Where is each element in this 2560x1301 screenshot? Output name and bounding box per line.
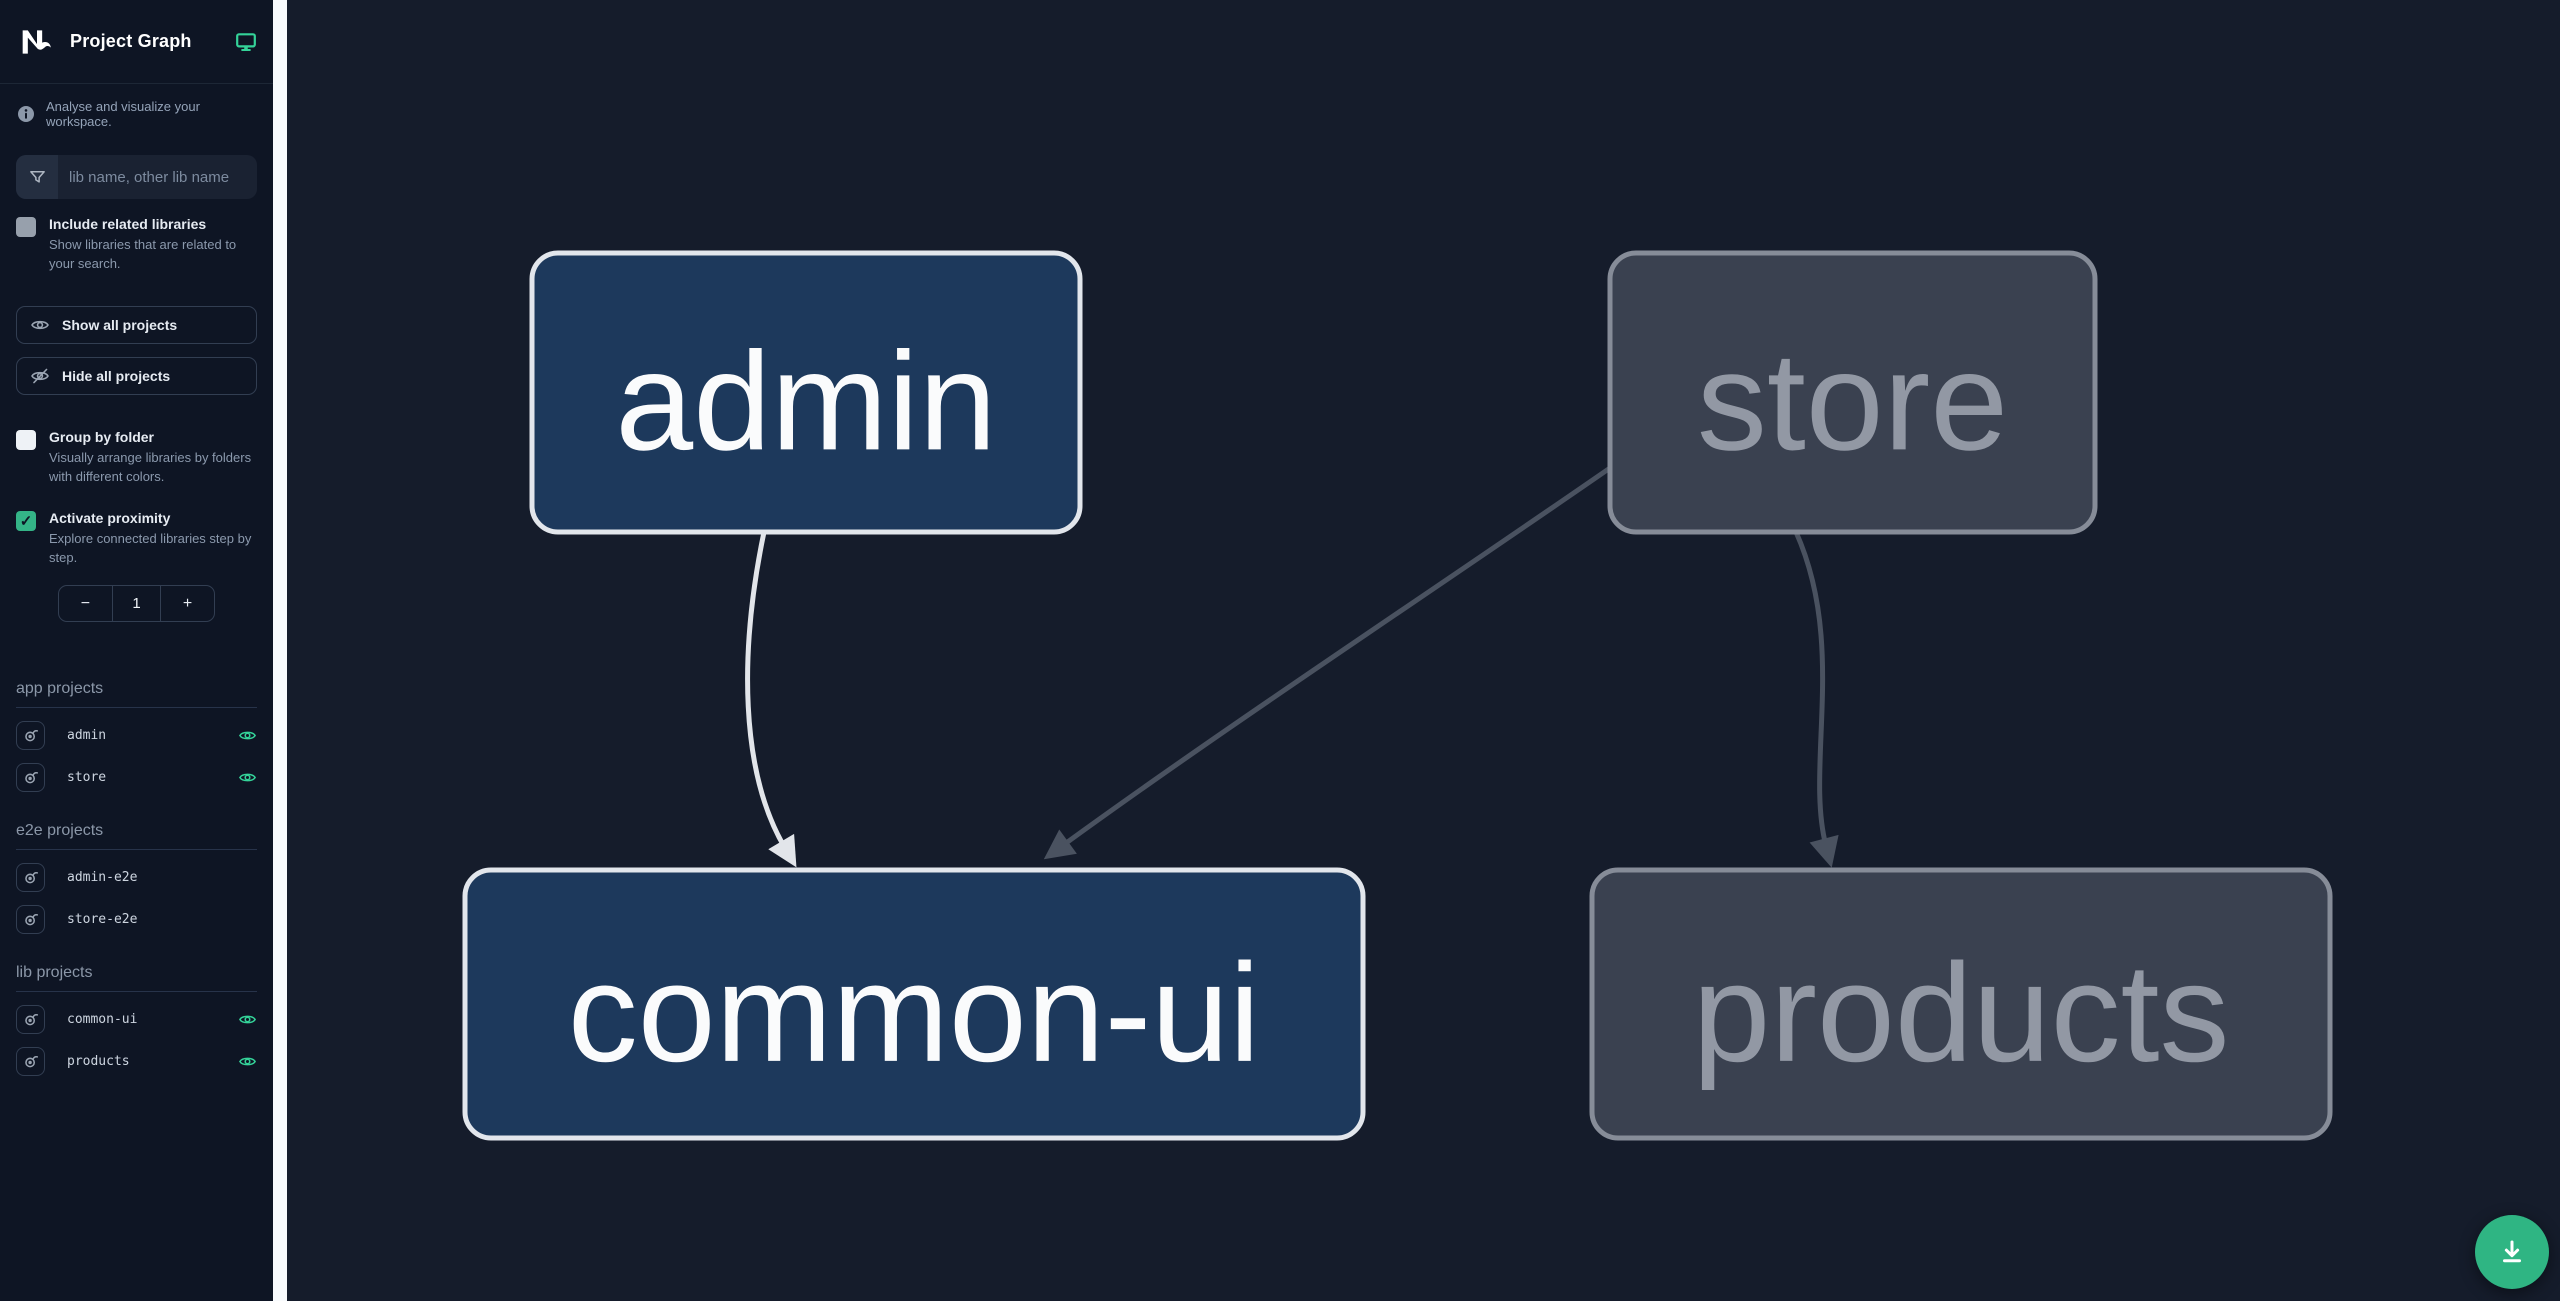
graph-node-common-ui[interactable]: common-ui bbox=[462, 867, 1366, 1141]
section-e2e-projects: e2e projects admin-e2e bbox=[16, 822, 257, 935]
node-box-products[interactable] bbox=[1589, 867, 2333, 1141]
activate-proximity-row: ✓ Activate proximity Explore connected l… bbox=[0, 486, 273, 568]
focus-project-button[interactable] bbox=[16, 1047, 45, 1077]
project-row-products: products bbox=[16, 1047, 257, 1077]
node-label-common-ui: common-ui bbox=[568, 934, 1260, 1091]
project-row-store: store bbox=[16, 763, 257, 793]
focus-project-button[interactable] bbox=[16, 763, 45, 793]
proximity-increment-button[interactable]: + bbox=[161, 586, 214, 621]
info-icon bbox=[16, 104, 36, 124]
activate-proximity-label: Activate proximity bbox=[49, 510, 171, 527]
include-related-description: Show libraries that are related to your … bbox=[49, 237, 237, 271]
focus-project-button[interactable] bbox=[16, 1005, 45, 1035]
include-related-row: Include related libraries Show libraries… bbox=[0, 199, 273, 274]
project-row-admin-e2e: admin-e2e bbox=[16, 863, 257, 893]
focus-project-button[interactable] bbox=[16, 721, 45, 751]
show-all-projects-button[interactable]: Show all projects bbox=[16, 305, 257, 344]
eye-visible-icon[interactable] bbox=[238, 1052, 257, 1071]
activate-proximity-description: Explore connected libraries step by step… bbox=[49, 531, 252, 566]
nodes-layer: admin store common-ui products bbox=[462, 250, 2333, 1141]
sidebar-resize-handle[interactable] bbox=[273, 0, 287, 1301]
theme-monitor-icon[interactable] bbox=[235, 31, 257, 53]
hide-all-projects-button[interactable]: Hide all projects bbox=[16, 356, 257, 395]
graph-node-products[interactable]: products bbox=[1589, 867, 2333, 1141]
project-row-admin: admin bbox=[16, 721, 257, 751]
funnel-icon bbox=[16, 155, 58, 199]
eye-visible-icon[interactable] bbox=[238, 726, 257, 745]
section-title: lib projects bbox=[16, 964, 257, 993]
group-by-folder-description: Visually arrange libraries by folders wi… bbox=[49, 449, 252, 484]
include-related-label: Include related libraries bbox=[49, 216, 207, 232]
focus-project-button[interactable] bbox=[16, 905, 45, 935]
project-row-store-e2e: store-e2e bbox=[16, 905, 257, 935]
workspace-tagline: Analyse and visualize your workspace. bbox=[0, 84, 273, 135]
sidebar-header: Project Graph bbox=[0, 0, 273, 84]
filter-box bbox=[16, 155, 257, 199]
show-all-label: Show all projects bbox=[62, 316, 178, 333]
proximity-decrement-button[interactable]: − bbox=[59, 586, 113, 622]
section-title: app projects bbox=[16, 680, 257, 709]
eye-visible-icon[interactable] bbox=[238, 768, 257, 787]
filter-input[interactable] bbox=[58, 155, 257, 199]
proximity-value: 1 bbox=[113, 586, 162, 622]
section-title: e2e projects bbox=[16, 822, 257, 851]
project-name: store bbox=[67, 770, 107, 786]
include-related-checkbox[interactable] bbox=[16, 217, 36, 237]
node-box-store[interactable] bbox=[1607, 250, 2098, 535]
eye-visible-icon[interactable] bbox=[238, 1010, 257, 1029]
group-by-folder-row: Group by folder Visually arrange librari… bbox=[0, 395, 273, 487]
project-name: admin bbox=[67, 728, 107, 744]
project-row-common-ui: common-ui bbox=[16, 1005, 257, 1035]
edge-store-to-common-ui[interactable] bbox=[1043, 465, 1612, 860]
node-box-admin[interactable] bbox=[529, 250, 1083, 535]
eye-off-icon bbox=[30, 366, 50, 386]
eye-icon bbox=[30, 315, 50, 335]
download-icon bbox=[2497, 1237, 2527, 1267]
sidebar: Project Graph Analyse and visualize your… bbox=[0, 0, 273, 1301]
activate-proximity-checkbox[interactable]: ✓ bbox=[16, 511, 36, 532]
project-name: admin-e2e bbox=[67, 870, 138, 886]
download-graph-button[interactable] bbox=[2475, 1215, 2549, 1289]
focus-project-button[interactable] bbox=[16, 863, 45, 893]
tagline-text: Analyse and visualize your workspace. bbox=[46, 99, 200, 129]
project-graph-svg[interactable]: admin store common-ui products bbox=[287, 0, 2560, 1301]
nx-logo bbox=[16, 22, 56, 62]
node-box-common-ui[interactable] bbox=[462, 867, 1366, 1141]
section-app-projects: app projects admin bbox=[16, 680, 257, 793]
node-label-admin: admin bbox=[615, 322, 996, 479]
edge-admin-to-common-ui[interactable] bbox=[745, 531, 797, 868]
project-name: store-e2e bbox=[67, 912, 138, 928]
graph-canvas[interactable]: admin store common-ui products bbox=[287, 0, 2560, 1301]
edges-layer bbox=[745, 465, 1839, 868]
hide-all-label: Hide all projects bbox=[62, 367, 171, 384]
graph-node-admin[interactable]: admin bbox=[529, 250, 1083, 535]
group-by-folder-checkbox[interactable] bbox=[16, 429, 36, 450]
proximity-stepper: − 1 + bbox=[58, 585, 215, 623]
node-label-store: store bbox=[1697, 322, 2008, 479]
group-by-folder-label: Group by folder bbox=[49, 428, 154, 445]
edge-store-to-products[interactable] bbox=[1793, 530, 1839, 868]
project-name: products bbox=[67, 1054, 130, 1070]
graph-node-store[interactable]: store bbox=[1607, 250, 2098, 535]
node-label-products: products bbox=[1693, 934, 2230, 1091]
page-title: Project Graph bbox=[70, 31, 192, 51]
section-lib-projects: lib projects common-ui bbox=[16, 964, 257, 1077]
project-name: common-ui bbox=[67, 1012, 138, 1028]
